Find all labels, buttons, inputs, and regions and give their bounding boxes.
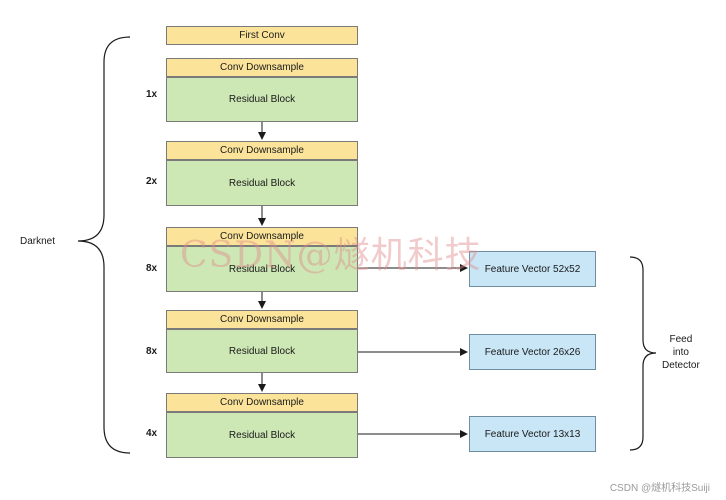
stage3-conv-downsample-label: Conv Downsample — [220, 231, 304, 242]
stage3-residual-block: Residual Block — [166, 246, 358, 292]
stage4-conv-downsample-label: Conv Downsample — [220, 314, 304, 325]
feed-label-line3: Detector — [662, 360, 700, 371]
stage4-residual-block-label: Residual Block — [228, 345, 296, 357]
stage2-conv-downsample-label: Conv Downsample — [220, 145, 304, 156]
darknet-label: Darknet — [20, 236, 56, 247]
stage2-multiplier: 2x — [146, 176, 158, 187]
stage3-conv-downsample: Conv Downsample — [166, 227, 358, 246]
feature-vector-13-label: Feature Vector 13x13 — [484, 428, 581, 440]
stage2-residual-block: Residual Block — [166, 160, 358, 206]
feed-label-line2: into — [672, 347, 689, 358]
stage3-multiplier: 8x — [146, 263, 158, 274]
stage1-conv-downsample: Conv Downsample — [166, 58, 358, 77]
detector-brace — [629, 256, 657, 451]
feature-vector-26-label: Feature Vector 26x26 — [484, 346, 581, 358]
stage1-residual-block: Residual Block — [166, 77, 358, 122]
stage5-conv-downsample-label: Conv Downsample — [220, 397, 304, 408]
stage5-multiplier: 4x — [146, 428, 158, 439]
stage4-conv-downsample: Conv Downsample — [166, 310, 358, 329]
stage4-residual-block: Residual Block — [166, 329, 358, 373]
feature-vector-52-label: Feature Vector 52x52 — [484, 263, 581, 275]
feature-vector-52: Feature Vector 52x52 — [469, 251, 596, 287]
first-conv-box: First Conv — [166, 26, 358, 45]
stage3-residual-block-label: Residual Block — [228, 263, 296, 275]
stage4-multiplier: 8x — [146, 346, 158, 357]
feature-vector-13: Feature Vector 13x13 — [469, 416, 596, 452]
stage5-conv-downsample: Conv Downsample — [166, 393, 358, 412]
darknet-brace — [77, 36, 131, 454]
stage1-residual-block-label: Residual Block — [228, 94, 296, 105]
feature-vector-26: Feature Vector 26x26 — [469, 334, 596, 370]
stage1-multiplier: 1x — [146, 89, 158, 100]
stage5-residual-block-label: Residual Block — [228, 429, 296, 441]
feed-into-detector-label: Feed into Detector — [662, 333, 700, 372]
stage2-residual-block-label: Residual Block — [228, 177, 296, 189]
stage1-conv-downsample-label: Conv Downsample — [220, 62, 304, 73]
stage2-conv-downsample: Conv Downsample — [166, 141, 358, 160]
feed-label-line1: Feed — [669, 334, 693, 345]
stage5-residual-block: Residual Block — [166, 412, 358, 458]
footer-credit: CSDN @燧机科技Suiji — [609, 483, 710, 494]
first-conv-label: First Conv — [239, 30, 285, 41]
